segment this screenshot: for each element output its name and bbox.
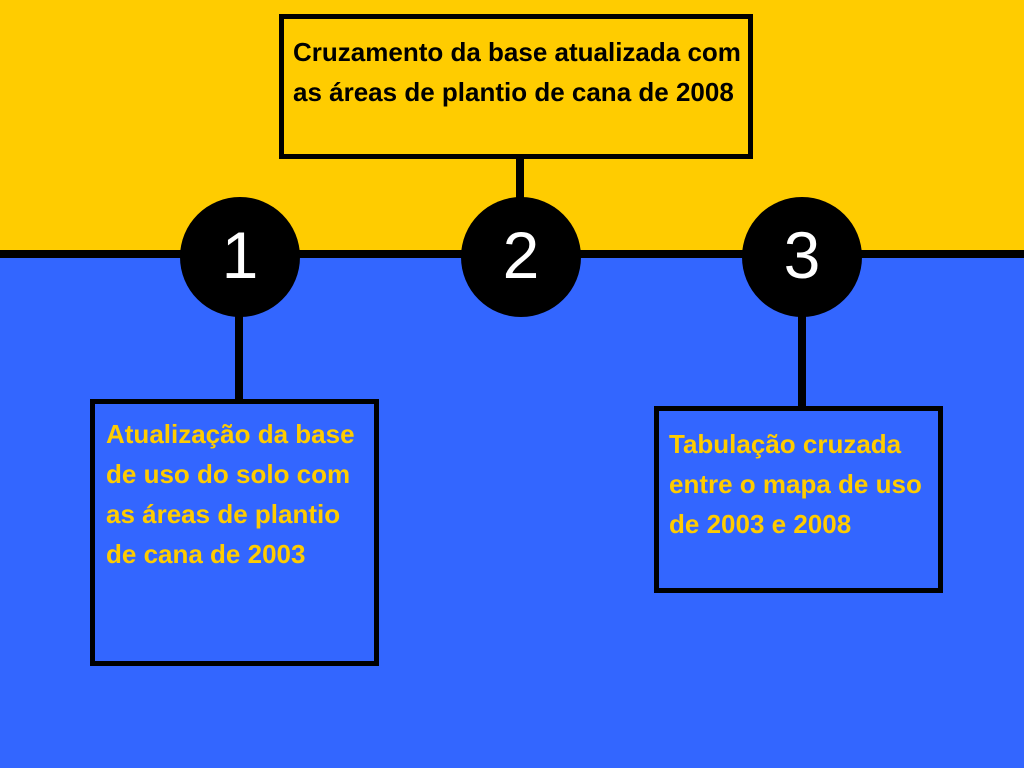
step-2-circle: 2 bbox=[461, 197, 581, 317]
step-1-text: Atualização da base de uso do solo com a… bbox=[106, 419, 355, 569]
step-3-connector bbox=[798, 300, 806, 410]
step-3-number: 3 bbox=[783, 218, 821, 292]
step-3-circle: 3 bbox=[742, 197, 862, 317]
step-2-connector bbox=[516, 157, 524, 202]
step-2-text: Cruzamento da base atualizada com as áre… bbox=[293, 37, 741, 107]
step-1-box: Atualização da base de uso do solo com a… bbox=[90, 399, 379, 666]
step-1-number: 1 bbox=[221, 218, 259, 292]
step-3-text: Tabulação cruzada entre o mapa de uso de… bbox=[669, 429, 922, 539]
step-2-box: Cruzamento da base atualizada com as áre… bbox=[279, 14, 753, 159]
step-3-box: Tabulação cruzada entre o mapa de uso de… bbox=[654, 406, 943, 593]
step-1-circle: 1 bbox=[180, 197, 300, 317]
step-1-connector bbox=[235, 300, 243, 402]
step-2-number: 2 bbox=[502, 218, 540, 292]
